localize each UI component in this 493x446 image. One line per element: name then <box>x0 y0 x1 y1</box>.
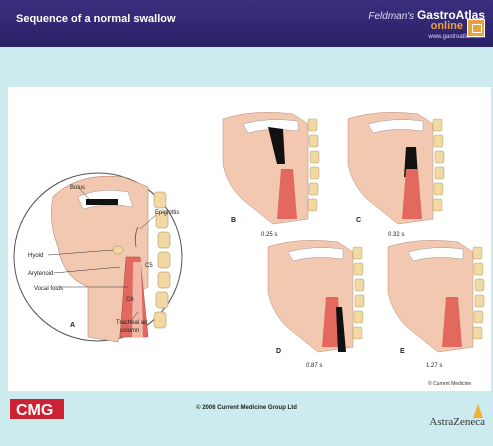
panel-d-time: 0.87 s <box>306 363 322 369</box>
figure-svg: Bolus Epiglottis Hyoid Arytenoid Vocal f… <box>8 87 491 391</box>
panel-e-letter: E <box>400 348 405 355</box>
panel-c-time: 0.32 s <box>388 232 404 238</box>
swallow-figure: Bolus Epiglottis Hyoid Arytenoid Vocal f… <box>8 87 491 391</box>
label-epiglottis: Epiglottis <box>155 210 179 216</box>
label-bolus: Bolus <box>70 185 85 191</box>
panel-b-time: 0.25 s <box>261 232 277 238</box>
panel-a-letter: A <box>70 322 75 329</box>
label-c5: C5 <box>145 263 153 269</box>
label-c6: C6 <box>126 297 134 303</box>
label-hyoid: Hyoid <box>28 253 43 259</box>
panel-d: D 0.87 s <box>268 240 364 369</box>
panel-d-letter: D <box>276 348 281 355</box>
panel-b-letter: B <box>231 217 236 224</box>
panel-e: E 1.27 s <box>388 240 484 369</box>
cmg-logo: CMG <box>10 395 66 429</box>
label-tracheal: Tracheal air <box>116 320 147 326</box>
label-arytenoid: Arytenoid <box>28 271 53 277</box>
brand-book-icon <box>467 19 485 37</box>
panel-e-time: 1.27 s <box>426 363 442 369</box>
panel-b: B 0.25 s <box>223 112 319 238</box>
panel-c-letter: C <box>356 217 361 224</box>
panel-c: C 0.32 s <box>348 112 444 238</box>
header-bar: Sequence of a normal swallow Feldman's G… <box>0 0 493 47</box>
label-column: column <box>120 328 139 334</box>
panel-a: Bolus Epiglottis Hyoid Arytenoid Vocal f… <box>14 173 182 342</box>
figure-credit: © Current Medicine <box>428 380 471 387</box>
page-title: Sequence of a normal swallow <box>16 13 176 25</box>
astrazeneca-mark-icon <box>469 402 487 420</box>
brand-prefix: Feldman's <box>368 11 414 22</box>
label-vocal-folds: Vocal folds <box>34 286 63 292</box>
copyright-text: © 2006 Current Medicine Group Ltd <box>0 405 493 411</box>
